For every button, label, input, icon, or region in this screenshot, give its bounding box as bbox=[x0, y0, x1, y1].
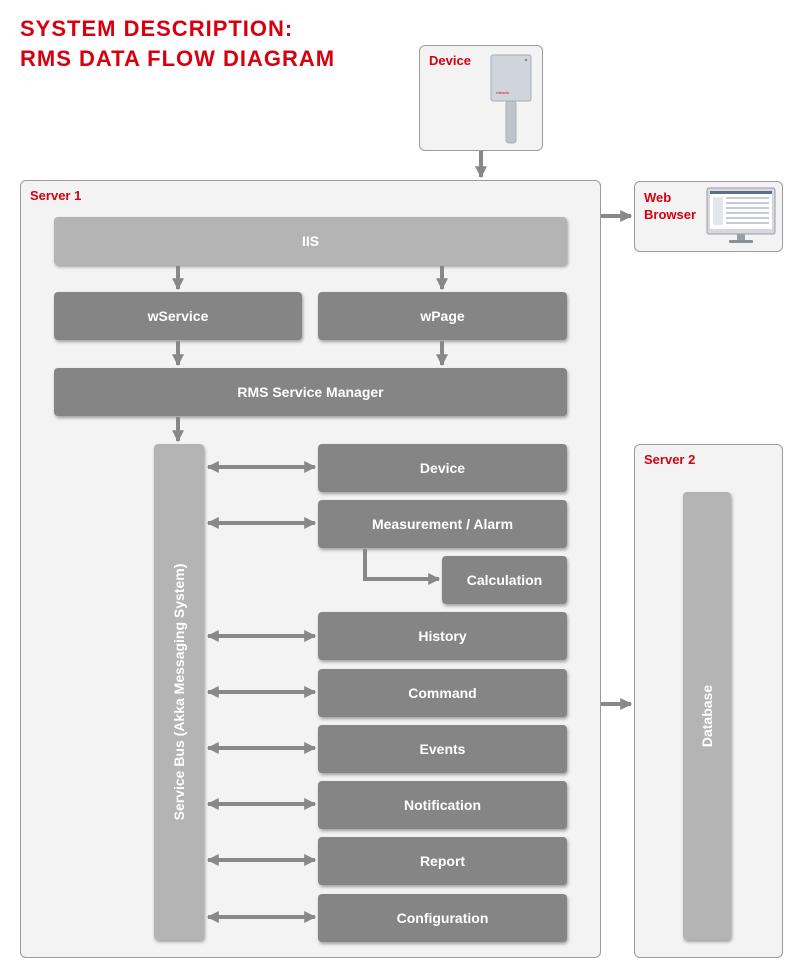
server2-label: Server 2 bbox=[644, 452, 696, 467]
module-report-box: Report bbox=[318, 837, 567, 885]
sensor-brand-text: rotronic bbox=[496, 90, 509, 95]
web-browser-label-line-1: Web bbox=[644, 190, 672, 205]
module-command-box: Command bbox=[318, 669, 567, 717]
page-title: SYSTEM DESCRIPTION: RMS DATA FLOW DIAGRA… bbox=[20, 14, 335, 74]
server1-label: Server 1 bbox=[30, 188, 82, 203]
module-device-box: Device bbox=[318, 444, 567, 492]
module-events-box: Events bbox=[318, 725, 567, 773]
database-bar: Database bbox=[683, 492, 731, 940]
web-browser-label-line-2: Browser bbox=[644, 207, 697, 222]
module-notification-box: Notification bbox=[318, 781, 567, 829]
wpage-box: wPage bbox=[318, 292, 567, 340]
web-browser-label: Web Browser bbox=[644, 189, 696, 223]
title-line-1: SYSTEM DESCRIPTION: bbox=[20, 16, 294, 41]
monitor-icon bbox=[706, 187, 776, 243]
service-bus-label: Service Bus (Akka Messaging System) bbox=[171, 563, 187, 821]
iis-box: IIS bbox=[54, 217, 567, 265]
web-browser-panel: Web Browser bbox=[634, 181, 783, 252]
device-panel-label: Device bbox=[429, 53, 471, 68]
service-bus-bar: Service Bus (Akka Messaging System) bbox=[154, 444, 204, 940]
device-panel: Device rotronic bbox=[419, 45, 543, 151]
sensor-device-icon: rotronic bbox=[490, 54, 532, 144]
title-line-2: RMS DATA FLOW DIAGRAM bbox=[20, 46, 336, 71]
database-label: Database bbox=[699, 684, 715, 748]
module-calculation-box: Calculation bbox=[442, 556, 567, 604]
module-measurement-alarm-box: Measurement / Alarm bbox=[318, 500, 567, 548]
wservice-box: wService bbox=[54, 292, 302, 340]
module-history-box: History bbox=[318, 612, 567, 660]
module-configuration-box: Configuration bbox=[318, 894, 567, 942]
rms-service-manager-box: RMS Service Manager bbox=[54, 368, 567, 416]
